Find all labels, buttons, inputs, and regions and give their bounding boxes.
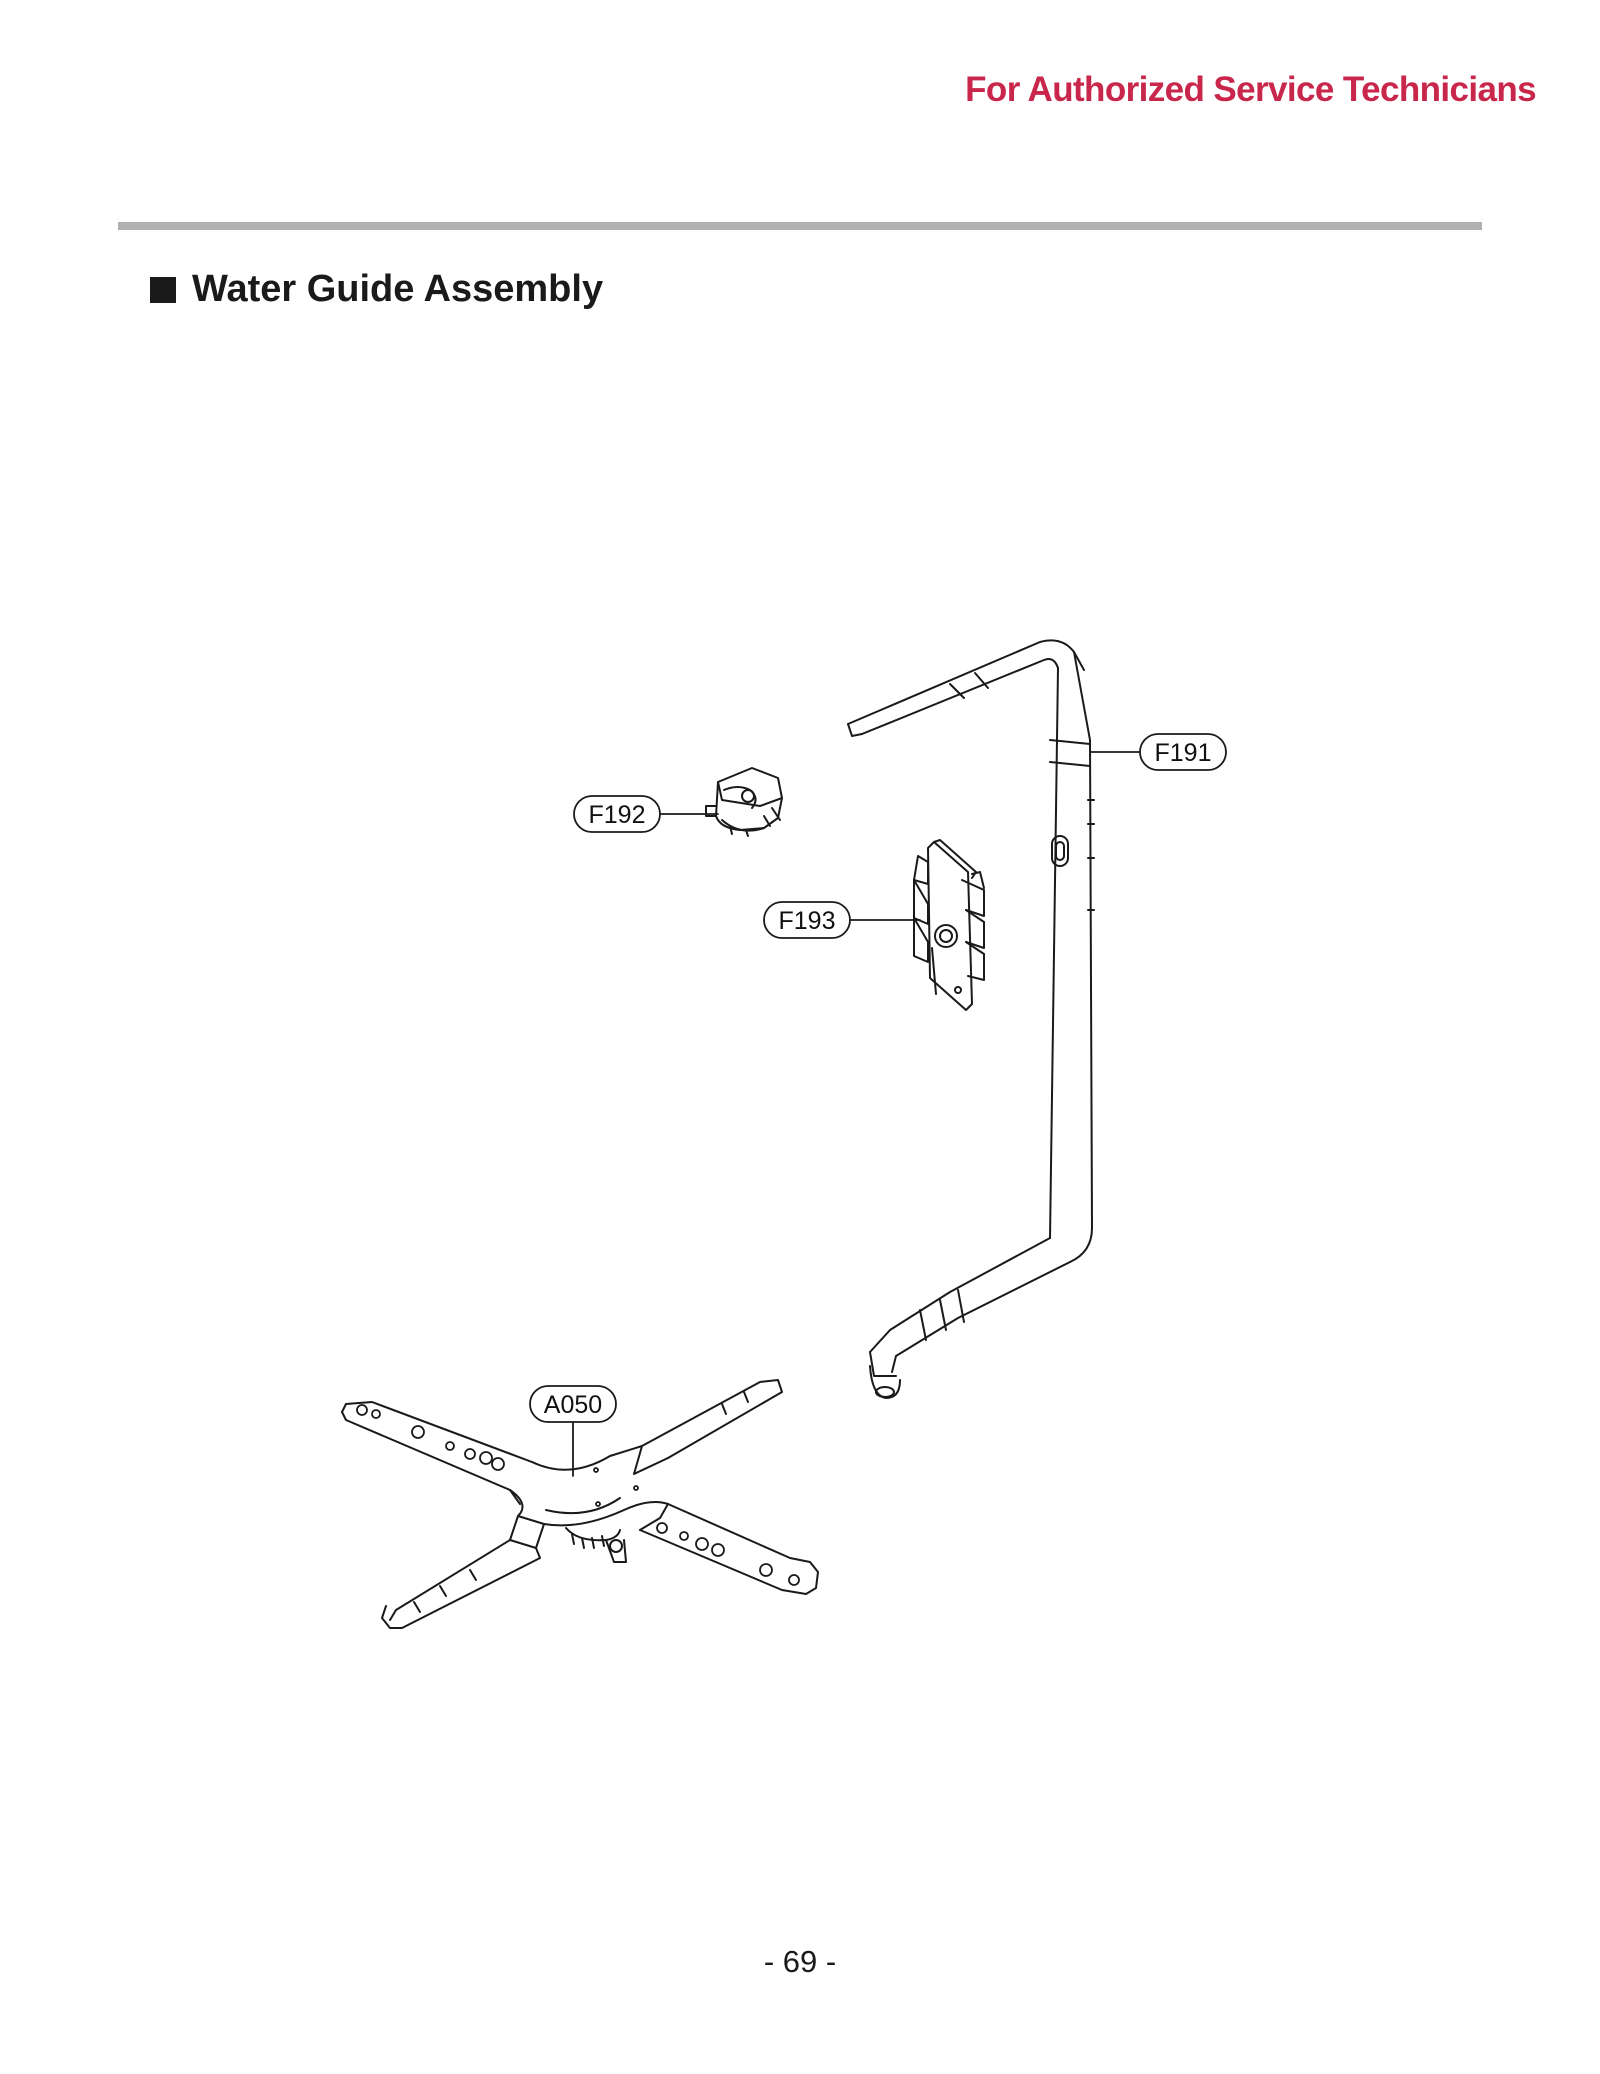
- callout-bubble-a050: [529, 1385, 617, 1423]
- square-bullet-icon: [150, 276, 176, 303]
- callout-label-f193: F193: [779, 907, 836, 935]
- callout-bubble-f192: [573, 795, 661, 833]
- callout-label-f192: F192: [589, 801, 646, 829]
- page-number: - 69 -: [763, 1944, 837, 1979]
- section-title: Water Guide Assembly: [192, 268, 604, 310]
- valve-housing-part: [705, 767, 783, 837]
- callout-leaders: [572, 751, 1141, 1477]
- callout-label-f191: F191: [1155, 739, 1212, 767]
- callout-label-a050: A050: [544, 1391, 602, 1419]
- guide-bracket-part: [913, 839, 985, 1011]
- spray-arm-nozzles: [356, 1404, 800, 1586]
- callout-bubble-f191: [1139, 733, 1227, 771]
- section-divider: [118, 222, 1482, 230]
- section-heading: Water Guide Assembly: [150, 268, 603, 311]
- header-note: For Authorized Service Technicians: [965, 70, 1536, 109]
- water-guide-pipe-part: [847, 639, 1095, 1399]
- spray-arm-part: [341, 1379, 819, 1629]
- callout-bubble-f193: [763, 901, 851, 939]
